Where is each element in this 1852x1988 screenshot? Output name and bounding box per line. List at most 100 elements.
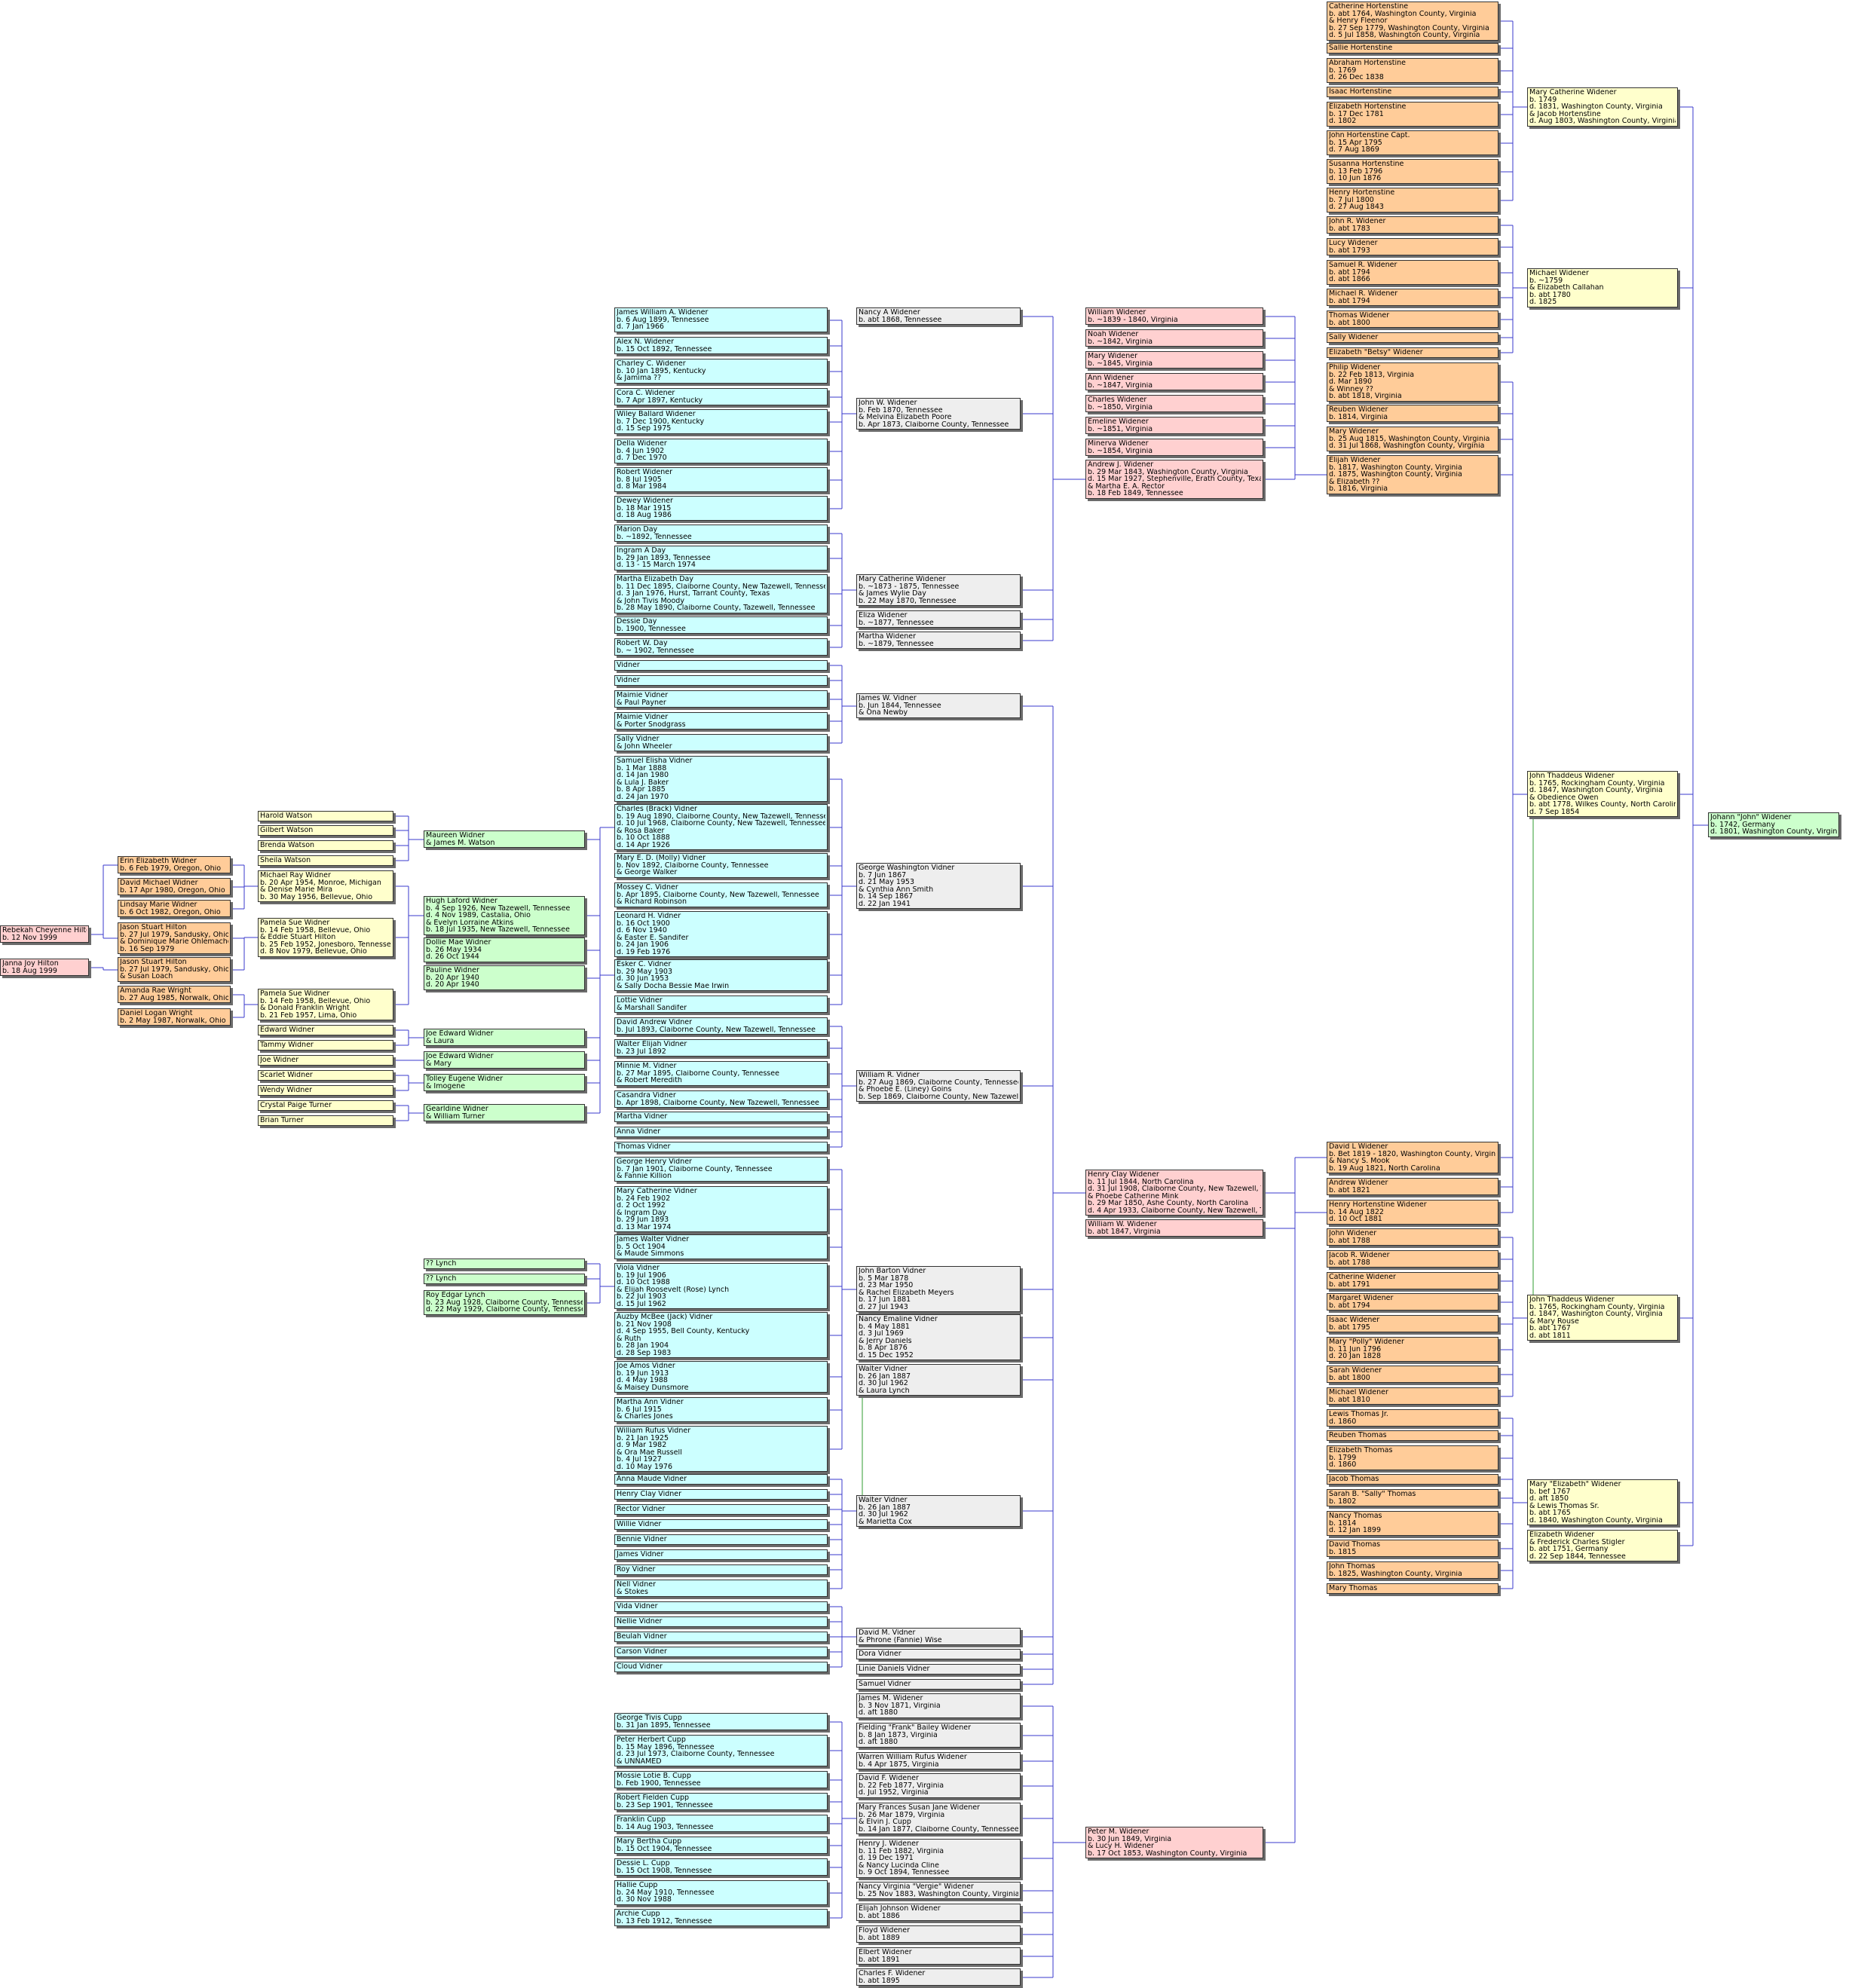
person-box[interactable]: Sally Widener — [1327, 332, 1498, 343]
person-box[interactable]: Elizabeth Widener& Frederick Charles Sti… — [1527, 1530, 1678, 1561]
person-box[interactable]: Joe Widner — [258, 1055, 393, 1066]
person-box[interactable]: Maureen Widner& James M. Watson — [424, 830, 585, 848]
person-box[interactable]: Willie Vidner — [614, 1519, 828, 1530]
person-box[interactable]: Sally Vidner& John Wheeler — [614, 734, 828, 751]
person-box[interactable]: Vidner — [614, 660, 828, 671]
person-box[interactable]: Vidner — [614, 675, 828, 686]
person-box[interactable]: Beulah Vidner — [614, 1632, 828, 1642]
person-box[interactable]: ?? Lynch — [424, 1274, 585, 1284]
person-box[interactable]: ?? Lynch — [424, 1259, 585, 1269]
person-box[interactable]: Nellie Vidner — [614, 1616, 828, 1627]
person-box[interactable]: Lewis Thomas Jr.d. 1860 — [1327, 1409, 1498, 1427]
person-box[interactable]: Carson Vidner — [614, 1647, 828, 1657]
person-box[interactable]: Scarlet Widner — [258, 1070, 393, 1081]
person-box[interactable]: Anna Maude Vidner — [614, 1474, 828, 1485]
person-box[interactable]: Sheila Watson — [258, 855, 393, 866]
person-box[interactable]: Maimie Vidner& Porter Snodgrass — [614, 712, 828, 729]
person-box[interactable]: Samuel Vidner — [856, 1679, 1021, 1690]
person-box[interactable]: David M. Vidner& Phrone (Fannie) Wise — [856, 1628, 1021, 1645]
person-box[interactable]: Linie Daniels Vidner — [856, 1664, 1021, 1675]
person-box[interactable]: Wendy Widner — [258, 1085, 393, 1096]
person-box[interactable]: Bennie Vidner — [614, 1534, 828, 1545]
person-box[interactable]: Anna Vidner — [614, 1127, 828, 1137]
person-box[interactable]: James Vidner — [614, 1549, 828, 1560]
person-box[interactable]: Martha Vidner — [614, 1112, 828, 1122]
person-box[interactable]: Tolley Eugene Widner& Imogene — [424, 1074, 585, 1091]
person-box[interactable]: Gearldine Widner& William Turner — [424, 1104, 585, 1121]
person-box[interactable]: Reuben Thomas — [1327, 1430, 1498, 1441]
person-box[interactable]: Brenda Watson — [258, 840, 393, 851]
person-box[interactable]: Jacob Thomas — [1327, 1474, 1498, 1485]
